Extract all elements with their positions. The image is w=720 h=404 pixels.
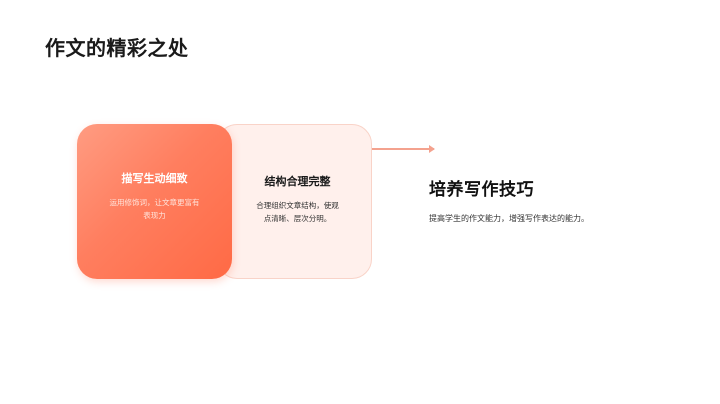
goal-title: 培养写作技巧 [429, 180, 534, 200]
card-title: 结构合理完整 [264, 174, 331, 188]
goal-description: 提高学生的作文能力，增强写作表达的能力。 [429, 214, 589, 223]
card-description: 合理组织文章结构，使观点清晰、层次分明。 [256, 200, 339, 223]
card-description: 运用修饰词，让文章更富有表现力 [109, 197, 200, 220]
card-title: 描写生动细致 [121, 171, 188, 185]
card-description-vivid: 描写生动细致 运用修饰词，让文章更富有表现力 [77, 124, 232, 279]
arrow-right-icon [372, 145, 435, 153]
page-title: 作文的精彩之处 [45, 36, 189, 60]
card-structure: 结构合理完整 合理组织文章结构，使观点清晰、层次分明。 [217, 124, 372, 279]
arrow-head [429, 145, 435, 153]
